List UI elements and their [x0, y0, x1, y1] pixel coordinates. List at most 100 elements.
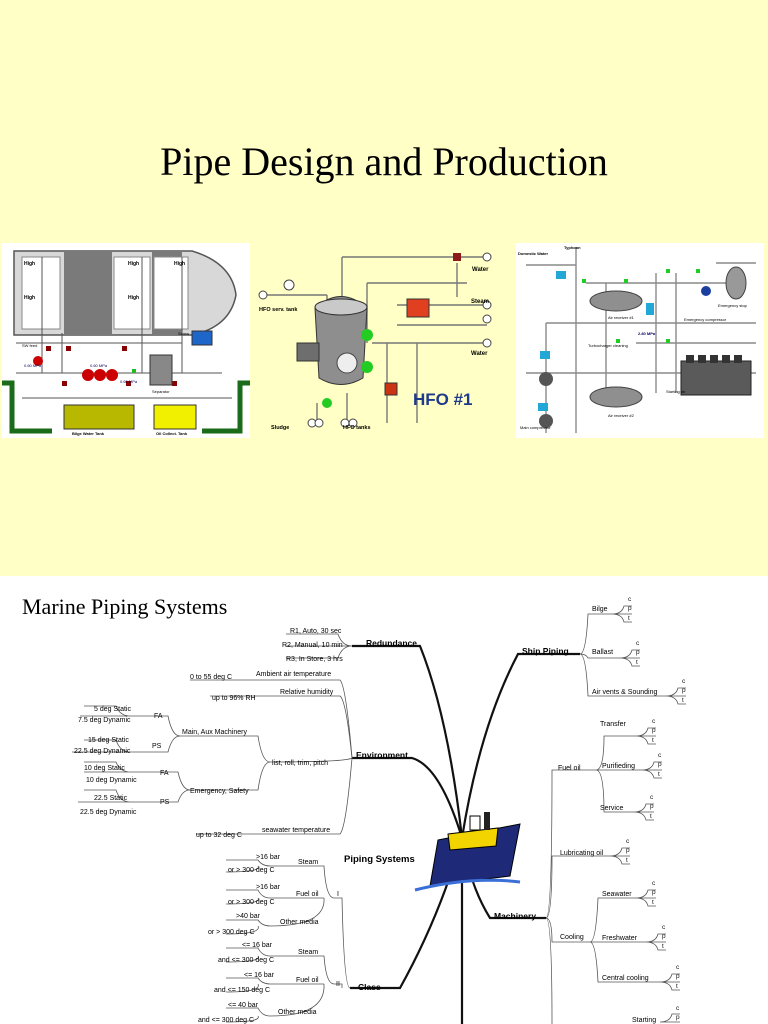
- svg-text:c: c: [676, 1005, 680, 1012]
- class1-steam: Steam: [298, 859, 318, 866]
- svg-text:c: c: [676, 964, 680, 971]
- svg-text:t: t: [652, 899, 654, 906]
- machinery-purifieding: Purifieding: [602, 763, 635, 770]
- svg-text:p: p: [676, 1014, 680, 1021]
- label-domestic-water: Domestic Water: [518, 251, 549, 256]
- slide-marine-piping: Marine Piping Systems Piping Systems: [0, 576, 768, 1024]
- env-ambient-value: 0 to 55 deg C: [190, 674, 232, 681]
- env-ps2-item-2: 22.5 deg Dynamic: [80, 809, 137, 816]
- label-starting-air: Starting air: [666, 389, 686, 394]
- svg-text:t: t: [662, 943, 664, 950]
- env-fa2-item-1: 10 deg Static: [84, 765, 125, 772]
- env-fa-2: FA: [160, 770, 169, 777]
- env-ambient-name: Ambient air temperature: [256, 671, 331, 678]
- svg-text:c: c: [636, 640, 640, 647]
- svg-text:t: t: [658, 771, 660, 778]
- label-turbo-cleaning: Turbocharger cleaning: [588, 343, 628, 348]
- ship-piping-air-vents: Air vents & Sounding: [592, 689, 657, 696]
- bilge-system-diagram: High High High High High 0.60 MPa 0.60 M…: [2, 243, 250, 438]
- class2-steam-item-1: <= 16 bar: [242, 942, 273, 949]
- env-ps-2: PS: [160, 799, 170, 806]
- env-main-aux: Main, Aux Machinery: [182, 729, 247, 736]
- hfo-separator-diagram: Water HFO serv. tank Steam Water HFO #1 …: [258, 252, 492, 431]
- svg-text:c: c: [658, 752, 662, 759]
- svg-text:t: t: [676, 983, 678, 990]
- svg-text:c: c: [650, 794, 654, 801]
- label-pressure-3: 0.60 MPa: [120, 379, 138, 384]
- ship-piping-ballast: Ballast: [592, 649, 613, 656]
- ship-icon: [414, 812, 521, 892]
- svg-text:p: p: [652, 727, 656, 734]
- env-fa1-item-1: 5 deg Static: [94, 706, 131, 713]
- machinery-central-cooling: Central cooling: [602, 975, 649, 982]
- env-emergency: Emergency, Safety: [190, 788, 249, 795]
- label-high-4: High: [24, 295, 35, 301]
- slide-pipe-design: Pipe Design and Production High High Hig…: [0, 0, 768, 576]
- machinery-transfer: Transfer: [600, 721, 626, 728]
- machinery-cooling: Cooling: [560, 934, 584, 941]
- machinery-fuel-oil: Fuel oil: [558, 765, 581, 772]
- label-air-receiver-1: Air receiver #1: [608, 315, 635, 320]
- class2-steam: Steam: [298, 949, 318, 956]
- label-hfo-serv-tank: HFO serv. tank: [259, 307, 298, 313]
- machinery-lubricating: Lubricating oil: [560, 850, 604, 857]
- label-high-5: High: [128, 295, 139, 301]
- machinery-seawater: Seawater: [602, 891, 632, 898]
- svg-text:c: c: [626, 838, 630, 845]
- class1-steam-item-2: or > 300 deg C: [228, 867, 275, 874]
- class1-other: Other media: [280, 919, 319, 926]
- environment-label: Environment: [356, 750, 408, 760]
- class1-fuel-item-1: >16 bar: [256, 884, 281, 891]
- label-separator: Separator: [152, 389, 170, 394]
- class2-fuel: Fuel oil: [296, 977, 319, 984]
- slide2-title: Marine Piping Systems: [22, 594, 228, 619]
- label-typhoon: Typhoon: [564, 245, 581, 250]
- svg-text:c: c: [652, 718, 656, 725]
- machinery-label: Machinery: [494, 911, 536, 921]
- label-air-receiver-2: Air receiver #2: [608, 413, 635, 418]
- class1-other-item-1: >40 bar: [236, 913, 261, 920]
- env-seawater-name: seawater temperature: [262, 827, 330, 834]
- label-sw-feed: SW feed: [22, 343, 37, 348]
- svg-text:p: p: [658, 761, 662, 768]
- label-screw: Screw: [178, 331, 189, 336]
- label-high-3: High: [174, 261, 185, 267]
- svg-text:t: t: [652, 737, 654, 744]
- env-list: list, roll, trim, pitch: [272, 760, 328, 767]
- redundance-item-3: R3, In Store, 3 hrs: [286, 656, 343, 663]
- env-ps2-item-1: 22.5 Static: [94, 795, 128, 802]
- ship-piping-label: Ship Piping: [522, 646, 569, 656]
- label-emergency-compressor: Emergency compressor: [684, 317, 727, 322]
- label-water-bottom: Water: [471, 351, 488, 357]
- label-steam: Steam: [471, 299, 489, 305]
- redundance-label: Redundance: [366, 638, 417, 648]
- ship-piping-bilge: Bilge: [592, 606, 608, 613]
- svg-text:p: p: [636, 649, 640, 656]
- label-main-compressor: Main compressor: [520, 425, 551, 430]
- env-ps-1: PS: [152, 743, 162, 750]
- label-oil-collect-tank: Oil Collect. Tank: [156, 431, 188, 436]
- svg-text:t: t: [636, 659, 638, 666]
- class2-other-item-2: and <= 300 deg C: [198, 1017, 254, 1024]
- redundance-item-2: R2, Manual, 10 min: [282, 642, 343, 649]
- label-pressure-280: 2.80 MPa: [638, 331, 656, 336]
- env-fa1-item-2: 7.5 deg Dynamic: [78, 717, 131, 724]
- cpt-letters: cpt cpt cpt cpt cpt cpt cpt cpt cpt cpt …: [626, 596, 686, 1021]
- svg-text:p: p: [662, 933, 666, 940]
- svg-text:c: c: [662, 924, 666, 931]
- svg-text:c: c: [682, 678, 686, 685]
- label-pressure-1: 0.60 MPa: [24, 363, 42, 368]
- slide-title: Pipe Design and Production: [160, 139, 608, 184]
- env-ps1-item-2: 22.5 deg Dynamic: [74, 748, 131, 755]
- machinery-starting: Starting: [632, 1017, 656, 1024]
- label-water-top: Water: [472, 267, 489, 273]
- class2-fuel-item-2: and <= 150 deg C: [214, 987, 270, 994]
- class2-fuel-item-1: <= 16 bar: [244, 972, 275, 979]
- class-roman-1: I: [337, 891, 339, 898]
- svg-text:c: c: [628, 596, 632, 603]
- label-high-2: High: [128, 261, 139, 267]
- label-bilge-tank: Bilge Water Tank: [72, 431, 105, 436]
- redundance-item-1: R1, Auto, 30 sec: [290, 628, 342, 635]
- machinery-freshwater: Freshwater: [602, 935, 638, 942]
- class1-fuel-item-2: or > 300 deg C: [228, 899, 275, 906]
